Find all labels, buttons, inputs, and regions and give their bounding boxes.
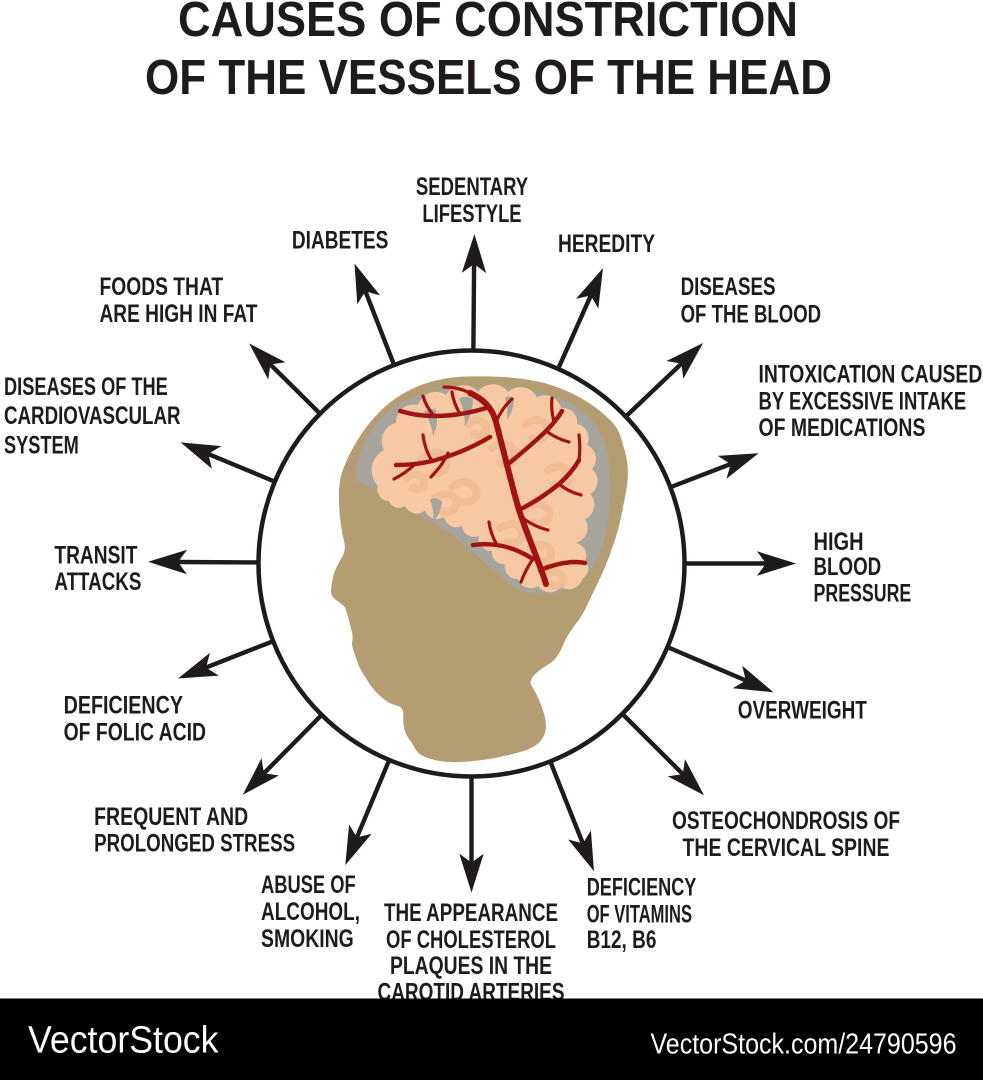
svg-text:VectorStock: VectorStock [28, 1020, 219, 1062]
svg-text:CAUSES OF CONSTRICTION: CAUSES OF CONSTRICTION [178, 0, 798, 47]
svg-text:HIGH: HIGH [814, 528, 864, 556]
svg-text:ARE HIGH IN FAT: ARE HIGH IN FAT [100, 300, 258, 328]
svg-text:BLOOD: BLOOD [814, 553, 882, 581]
svg-text:DEFICIENCY: DEFICIENCY [64, 691, 184, 719]
svg-text:PROLONGED STRESS: PROLONGED STRESS [94, 830, 295, 858]
svg-text:OF MEDICATIONS: OF MEDICATIONS [759, 414, 926, 442]
svg-text:SYSTEM: SYSTEM [4, 432, 79, 460]
svg-text:INTOXICATION CAUSED: INTOXICATION CAUSED [759, 361, 983, 389]
svg-text:SEDENTARY: SEDENTARY [416, 173, 529, 201]
svg-text:SMOKING: SMOKING [261, 925, 354, 953]
svg-text:THE APPEARANCE: THE APPEARANCE [384, 899, 558, 927]
svg-text:DISEASES OF THE: DISEASES OF THE [4, 373, 168, 401]
svg-text:DEFICIENCY: DEFICIENCY [587, 874, 697, 902]
svg-text:FREQUENT AND: FREQUENT AND [94, 803, 248, 831]
svg-text:VectorStock.com/24790596: VectorStock.com/24790596 [651, 1029, 957, 1061]
svg-text:OF VITAMINS: OF VITAMINS [587, 901, 692, 929]
svg-text:PRESSURE: PRESSURE [814, 580, 912, 608]
svg-text:B12, B6: B12, B6 [587, 926, 657, 954]
svg-text:ABUSE OF: ABUSE OF [261, 871, 356, 899]
svg-text:TRANSIT: TRANSIT [54, 541, 137, 569]
svg-text:PLAQUES IN THE: PLAQUES IN THE [390, 952, 552, 980]
svg-text:OF CHOLESTEROL: OF CHOLESTEROL [386, 926, 556, 954]
svg-text:ATTACKS: ATTACKS [54, 568, 141, 596]
svg-text:OF FOLIC ACID: OF FOLIC ACID [64, 718, 206, 746]
svg-text:FOODS THAT: FOODS THAT [100, 273, 224, 301]
svg-text:OSTEOCHONDROSIS OF: OSTEOCHONDROSIS OF [672, 807, 900, 835]
svg-text:BY EXCESSIVE INTAKE: BY EXCESSIVE INTAKE [759, 388, 967, 416]
svg-text:ALCOHOL,: ALCOHOL, [261, 898, 360, 926]
svg-text:THE CERVICAL SPINE: THE CERVICAL SPINE [683, 834, 890, 862]
svg-text:DISEASES: DISEASES [681, 273, 776, 301]
svg-text:DIABETES: DIABETES [292, 226, 389, 254]
svg-text:OF THE VESSELS OF THE HEAD: OF THE VESSELS OF THE HEAD [145, 50, 832, 105]
svg-text:HEREDITY: HEREDITY [558, 230, 655, 258]
svg-text:LIFESTYLE: LIFESTYLE [422, 200, 521, 228]
svg-text:OVERWEIGHT: OVERWEIGHT [738, 697, 867, 725]
svg-text:CARDIOVASCULAR: CARDIOVASCULAR [4, 402, 181, 430]
svg-text:OF THE BLOOD: OF THE BLOOD [681, 301, 822, 329]
